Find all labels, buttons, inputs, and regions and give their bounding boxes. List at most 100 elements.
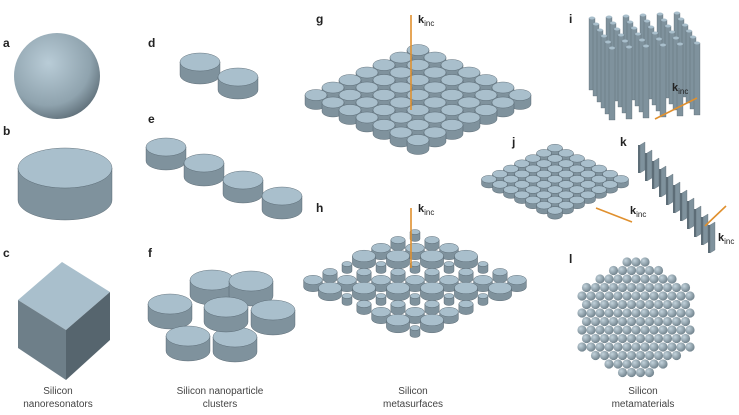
- oligomer-disk: [203, 296, 249, 333]
- graded-disk: [488, 282, 512, 301]
- sphere: [640, 359, 650, 369]
- sphere: [590, 299, 601, 310]
- sphere: [685, 342, 695, 352]
- sphere: [649, 342, 659, 352]
- sphere: [685, 308, 695, 318]
- oligomer-disk: [250, 299, 296, 336]
- sphere: [617, 350, 628, 361]
- panel-label-d: d: [148, 36, 156, 50]
- kinc-label-j: kinc: [630, 205, 647, 220]
- metasurface-disk: [372, 119, 396, 140]
- sphere: [644, 367, 655, 378]
- slab: [659, 165, 667, 198]
- graded-disk: [477, 293, 489, 306]
- sphere: [626, 367, 637, 378]
- sphere: [658, 308, 668, 318]
- panel-label-c: c: [3, 246, 10, 260]
- graded-disk: [458, 300, 474, 315]
- slab: [687, 197, 695, 230]
- sphere: [626, 350, 637, 361]
- sphere: [680, 333, 691, 344]
- graded-disk: [454, 282, 478, 301]
- sphere: [599, 316, 610, 327]
- sphere: [658, 291, 668, 301]
- sphere: [658, 342, 668, 352]
- sphere: [599, 299, 610, 310]
- sphere: [644, 350, 655, 361]
- sphere: [595, 274, 605, 284]
- sphere: [613, 308, 623, 318]
- sphere: [577, 308, 587, 318]
- sphere: [671, 299, 682, 310]
- sphere: [667, 291, 677, 301]
- sphere: [644, 299, 655, 310]
- sphere: [604, 359, 614, 369]
- nanosphere: [14, 33, 100, 119]
- chain-disk: [261, 186, 303, 220]
- metasurface-disk: [355, 111, 379, 133]
- sphere: [617, 367, 628, 378]
- sphere: [649, 325, 659, 335]
- graded-disk: [424, 236, 440, 251]
- metasurface-disk: [389, 126, 413, 148]
- sphere: [590, 350, 601, 361]
- panel-label-i: i: [569, 12, 573, 26]
- graded-disk: [341, 261, 353, 274]
- sphere: [635, 282, 646, 293]
- metamaterial-layer-disk: [547, 206, 563, 220]
- sphere: [595, 325, 605, 335]
- kinc-label-k: kinc: [718, 232, 735, 247]
- graded-disk: [507, 275, 527, 292]
- sphere: [577, 342, 587, 352]
- sphere: [626, 265, 637, 276]
- sphere: [581, 333, 592, 344]
- graded-disk: [424, 300, 440, 315]
- sphere: [604, 325, 614, 335]
- sphere: [608, 333, 619, 344]
- sphere: [649, 359, 659, 369]
- sphere: [590, 316, 601, 327]
- sphere: [590, 282, 601, 293]
- sphere: [613, 274, 623, 284]
- sphere: [631, 342, 641, 352]
- sphere: [671, 350, 682, 361]
- sphere: [680, 316, 691, 327]
- graded-disk: [371, 275, 391, 292]
- graded-disk: [439, 243, 459, 260]
- sphere: [676, 291, 686, 301]
- graded-disk: [473, 275, 493, 292]
- graded-disk: [352, 249, 376, 269]
- oligomer-disk: [165, 325, 211, 362]
- nanocube: [18, 262, 110, 380]
- graded-disk: [409, 293, 421, 306]
- sphere: [667, 325, 677, 335]
- sphere: [640, 325, 650, 335]
- sphere: [617, 316, 628, 327]
- sphere: [635, 299, 646, 310]
- sphere: [631, 308, 641, 318]
- sphere: [622, 257, 632, 267]
- sphere: [644, 265, 655, 276]
- panel-label-b: b: [3, 124, 11, 138]
- slab: [673, 181, 681, 214]
- sphere: [685, 325, 695, 335]
- sphere: [595, 308, 605, 318]
- panel-label-h: h: [316, 201, 324, 215]
- nanodisk-large: [17, 147, 113, 221]
- graded-disk: [443, 261, 455, 274]
- sphere: [595, 342, 605, 352]
- panel-label-e: e: [148, 112, 155, 126]
- sphere: [640, 257, 650, 267]
- metasurface-disk: [406, 134, 430, 155]
- sphere: [644, 333, 655, 344]
- slab: [638, 141, 646, 174]
- sphere: [622, 291, 632, 301]
- sphere: [595, 291, 605, 301]
- sphere: [671, 316, 682, 327]
- metasurface-disk: [508, 89, 532, 110]
- nanopillar: [676, 42, 684, 117]
- sphere: [617, 299, 628, 310]
- sphere: [599, 333, 610, 344]
